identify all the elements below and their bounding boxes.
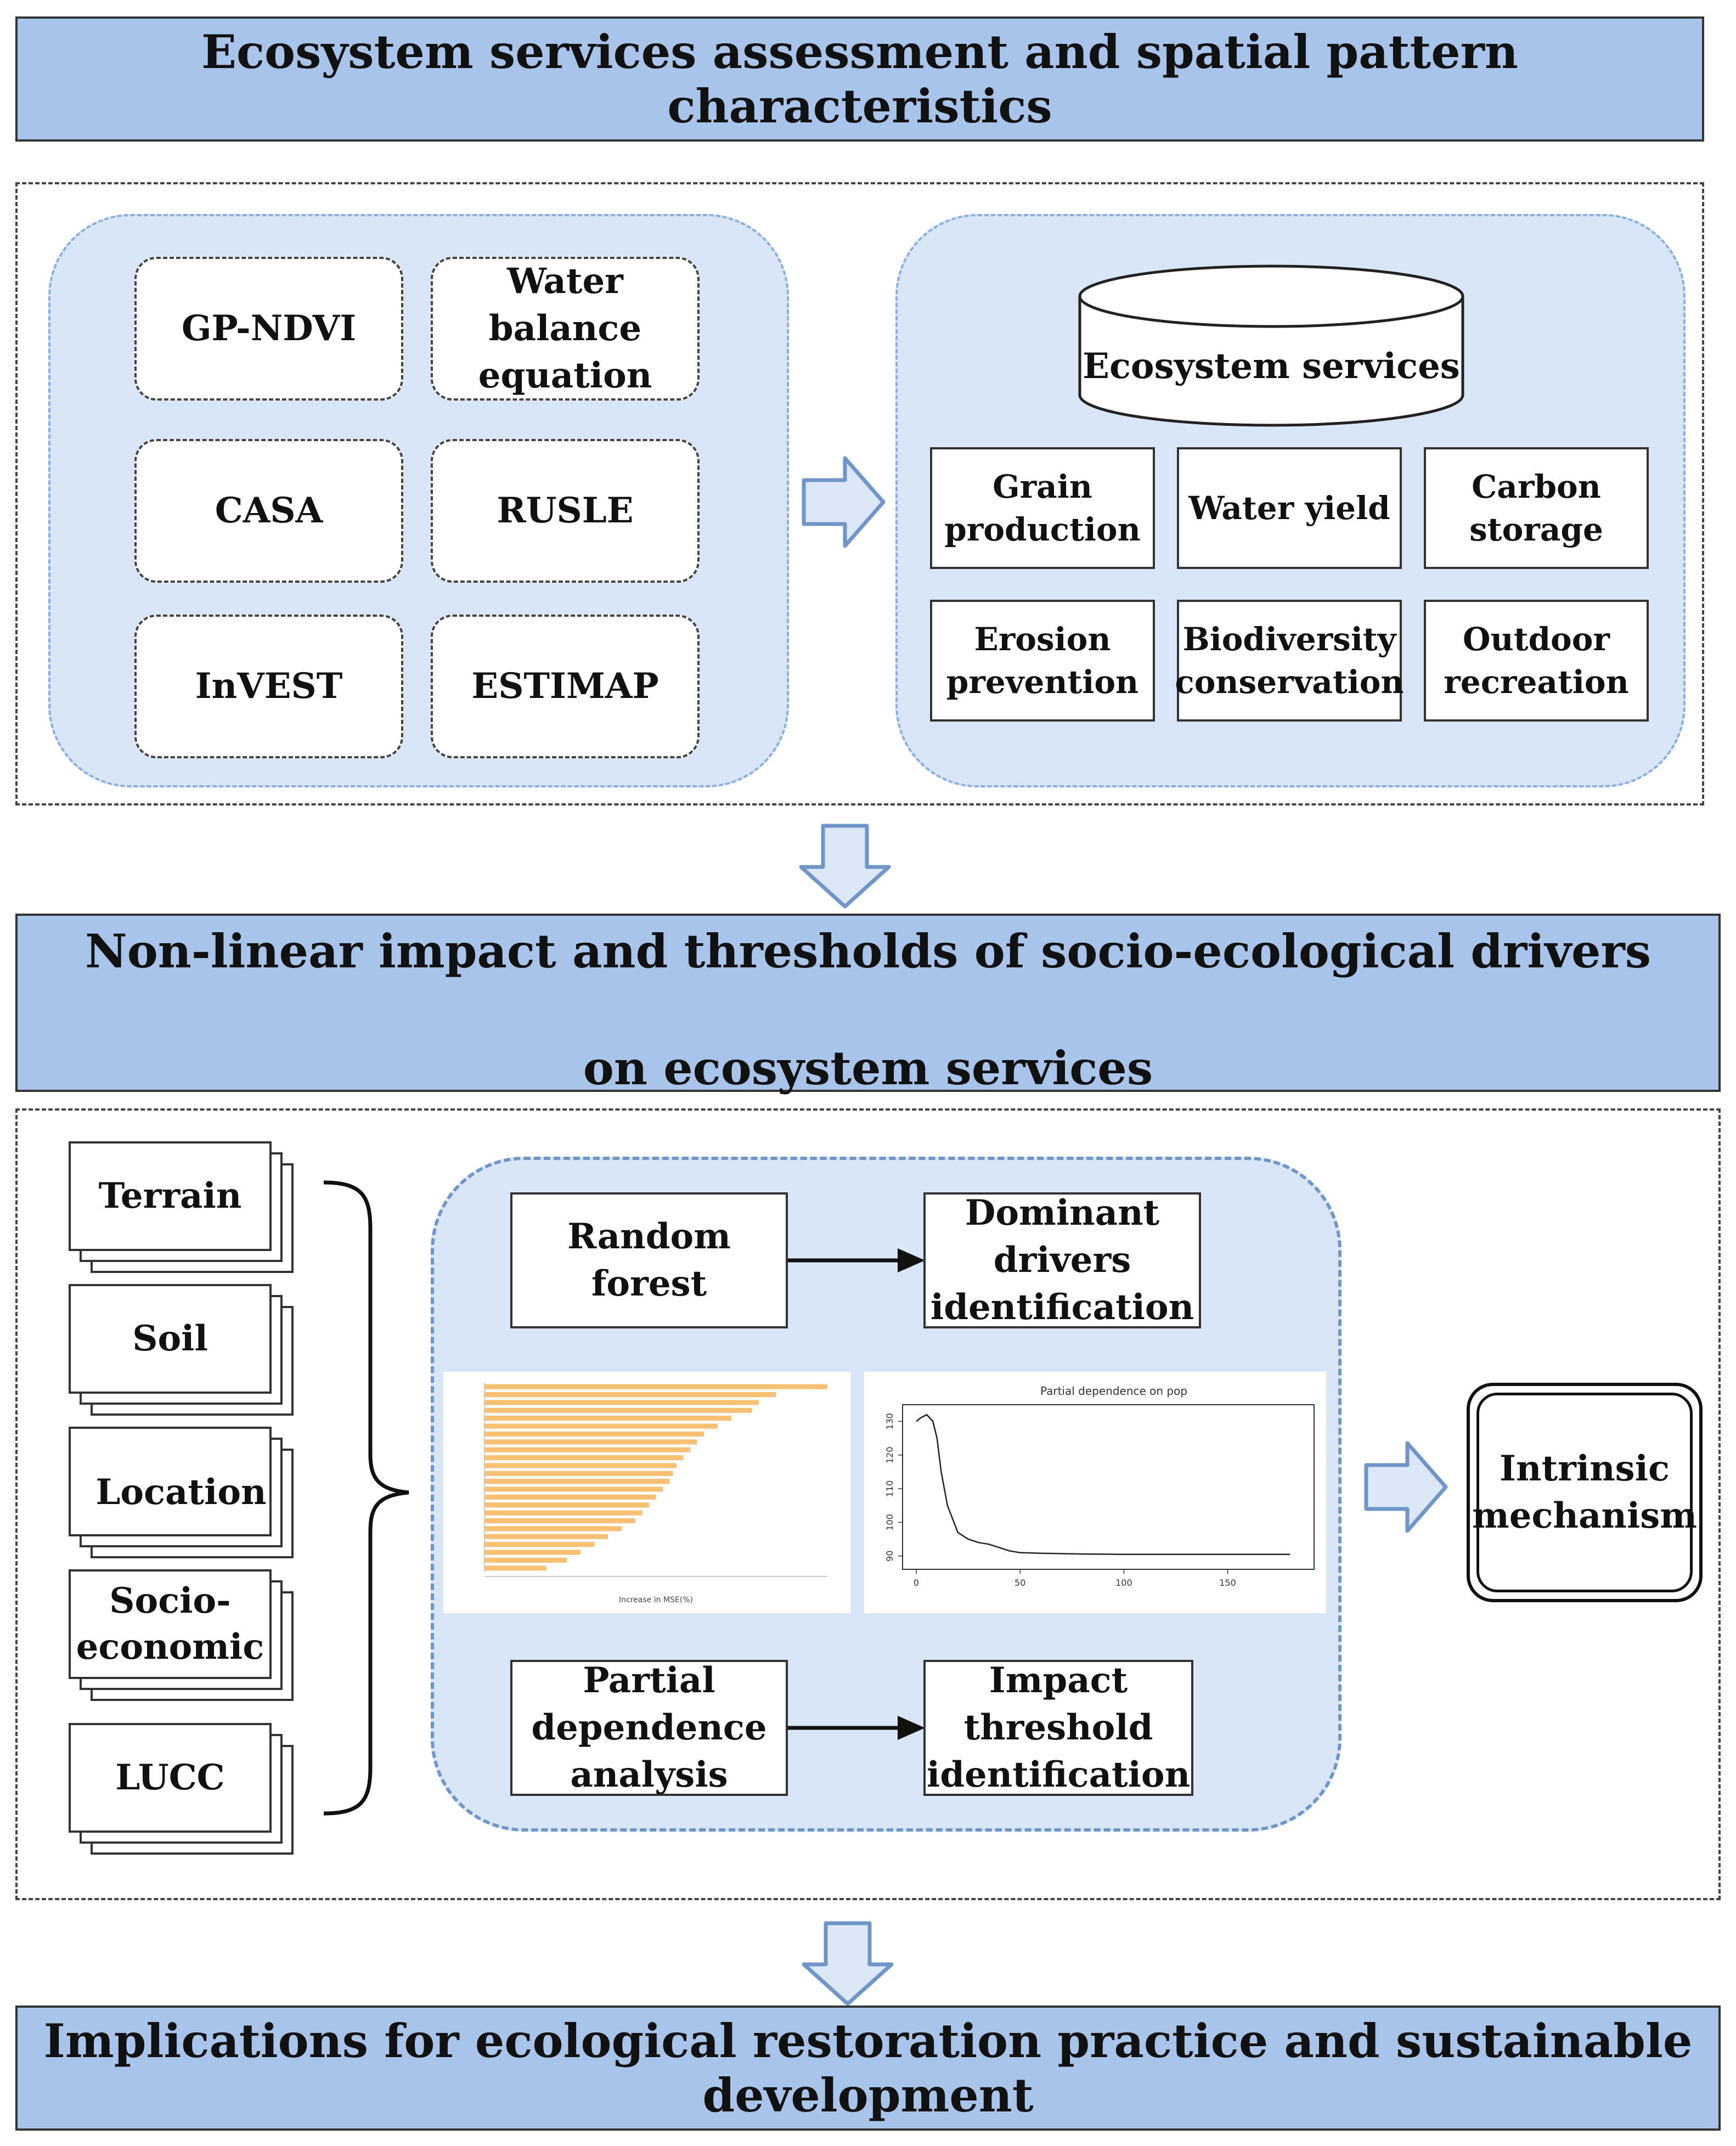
database-label: Ecosystem services xyxy=(1083,346,1460,387)
importance-bar xyxy=(484,1510,642,1516)
importance-bar xyxy=(484,1471,673,1476)
section3-banner: Implications for ecological restoration … xyxy=(15,2006,1721,2131)
importance-bar xyxy=(484,1526,622,1531)
importance-bar xyxy=(484,1479,670,1484)
driver-lucc: LUCC xyxy=(69,1723,299,1860)
intrinsic-mechanism-label: Intrinsic mechanism xyxy=(1472,1448,1697,1536)
importance-bar xyxy=(484,1550,580,1555)
section3-title: Implications for ecological restoration … xyxy=(43,2014,1693,2122)
importance-bar xyxy=(484,1455,684,1461)
pdp-y-tick-label: 110 xyxy=(884,1480,895,1497)
service-recreation: Outdoor recreation xyxy=(1424,600,1649,722)
importance-chart-panel: Increase in MSE(%) xyxy=(443,1372,850,1613)
importance-bar xyxy=(484,1502,649,1508)
importance-bar xyxy=(484,1557,567,1563)
pdp-y-tick-label: 100 xyxy=(884,1514,895,1531)
service-water: Water yield xyxy=(1177,447,1402,569)
pdp-x-tick-label: 0 xyxy=(914,1578,919,1588)
importance-bar xyxy=(484,1439,697,1445)
importance-bar xyxy=(484,1534,608,1539)
importance-bar xyxy=(484,1542,594,1547)
partial-dependence-chart: Partial dependence on pop 0 50 100 150 90 100… xyxy=(884,1384,1315,1588)
section2-title-line2: on ecosystem services xyxy=(583,1041,1153,1095)
method-rusle: RUSLE xyxy=(431,439,700,583)
pdp-plot-frame xyxy=(902,1404,1315,1570)
driver-soil: Soil xyxy=(69,1284,299,1421)
arrow-rf-to-dominant xyxy=(788,1248,925,1272)
pdp-line xyxy=(916,1413,1290,1555)
pdp-y-tick-label: 130 xyxy=(884,1413,895,1430)
section2-banner: Non-linear impact and thresholds of soci… xyxy=(15,914,1721,1095)
section1-title: Ecosystem services assessment and spatia… xyxy=(201,25,1519,133)
section1-banner: Ecosystem services assessment and spatia… xyxy=(15,16,1704,142)
importance-bar xyxy=(484,1486,663,1492)
importance-bar xyxy=(484,1494,656,1500)
pdp-x-tick-label: 150 xyxy=(1219,1578,1236,1588)
pdp-y-tick-label: 90 xyxy=(884,1551,895,1562)
importance-bar xyxy=(484,1463,677,1468)
section2-frame xyxy=(15,1108,1721,1900)
importance-bar xyxy=(484,1392,776,1398)
arrow-pda-to-threshold xyxy=(788,1716,925,1740)
down-arrow-icon-2 xyxy=(802,1921,894,2006)
pdp-x-tick-label: 50 xyxy=(1014,1578,1025,1588)
service-erosion: Erosion prevention xyxy=(930,600,1155,722)
down-arrow-icon xyxy=(799,824,891,909)
importance-bar xyxy=(484,1565,546,1571)
method-estimap: ESTIMAP xyxy=(431,615,700,758)
service-biodiversity: Biodiversity conservation xyxy=(1175,600,1404,722)
importance-bar xyxy=(484,1416,731,1421)
driver-terrain: Terrain xyxy=(69,1141,299,1278)
dominant-drivers-box: Dominant drivers identification xyxy=(923,1192,1201,1328)
impact-threshold-box: Impact threshold identification xyxy=(923,1660,1193,1796)
right-arrow-icon xyxy=(802,456,886,548)
section1-frame xyxy=(15,182,1704,806)
driver-socio-economic: Socio-economic xyxy=(69,1569,299,1706)
method-casa: CASA xyxy=(134,439,403,583)
service-grain: Grain production xyxy=(930,447,1155,569)
pdp-chart-panel: Partial dependence on pop 0 50 100 150 90 100… xyxy=(864,1372,1326,1613)
importance-bar xyxy=(484,1384,827,1389)
method-gp-ndvi: GP-NDVI xyxy=(134,257,403,401)
importance-bar xyxy=(484,1431,704,1437)
importance-bar xyxy=(484,1423,718,1429)
bar-x-label: Increase in MSE(%) xyxy=(619,1596,693,1604)
importance-bar-chart: Increase in MSE(%) xyxy=(484,1383,827,1604)
database-cylinder-icon xyxy=(1078,264,1464,427)
brace-icon xyxy=(323,1180,409,1816)
importance-bar xyxy=(484,1400,759,1405)
method-water-balance: Water balance equation xyxy=(431,257,700,401)
pdp-y-tick-label: 120 xyxy=(884,1446,895,1463)
intrinsic-mechanism-box: Intrinsic mechanism xyxy=(1467,1383,1703,1602)
pdp-chart-title: Partial dependence on pop xyxy=(1040,1384,1187,1398)
importance-bar xyxy=(484,1447,690,1452)
importance-bar xyxy=(484,1518,635,1524)
partial-dependence-box: Partial dependence analysis xyxy=(510,1660,788,1796)
driver-location: Location xyxy=(69,1427,299,1564)
right-arrow-icon-2 xyxy=(1364,1441,1448,1533)
method-invest: InVEST xyxy=(134,615,403,758)
pdp-x-tick-label: 100 xyxy=(1115,1578,1132,1588)
random-forest-box: Random forest xyxy=(510,1192,788,1328)
service-carbon: Carbon storage xyxy=(1424,447,1649,569)
section2-title-line1: Non-linear impact and thresholds of soci… xyxy=(84,924,1652,978)
importance-bar xyxy=(484,1407,752,1413)
